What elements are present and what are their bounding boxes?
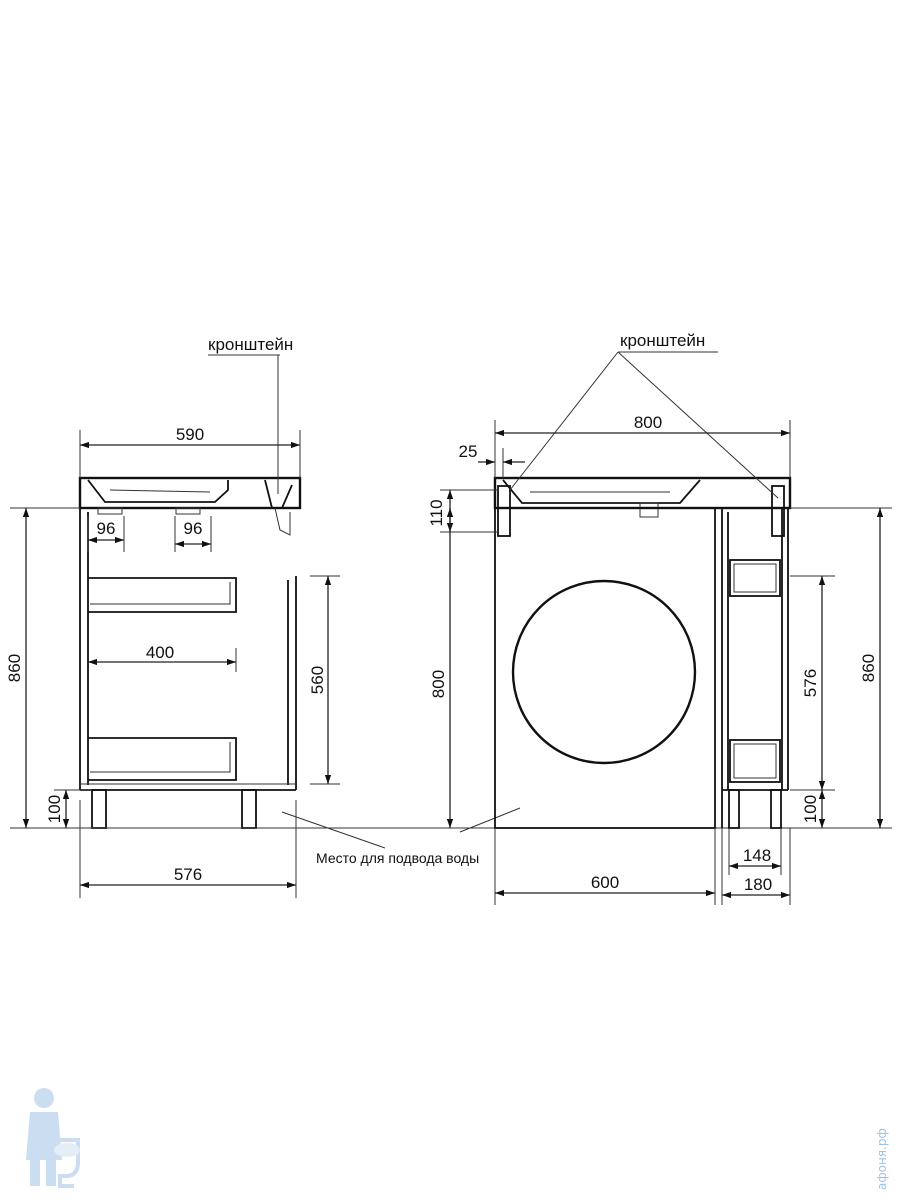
dim-800-height-label: 800	[429, 670, 448, 698]
left-cabinet	[79, 507, 297, 791]
dim-100-right-label: 100	[801, 795, 820, 823]
right-bracket-leader: кронштейн	[509, 331, 779, 499]
left-bracket-leader: кронштейн	[208, 335, 293, 494]
dim-right-top-width: 800	[494, 413, 791, 478]
dim-600-label: 600	[591, 873, 619, 892]
dim-right-legs: 100	[801, 790, 826, 828]
dim-800-top-label: 800	[634, 413, 662, 432]
dim-right-bracket-height: 110	[427, 489, 498, 533]
dim-590-label: 590	[176, 425, 204, 444]
dim-right-offset: 25	[459, 442, 525, 478]
dim-576-shelf-label: 576	[801, 669, 820, 697]
dim-left-holes: 96 96	[87, 516, 212, 552]
left-bracket-label: кронштейн	[208, 335, 293, 354]
watermark-logo	[26, 1088, 80, 1188]
dim-560-label: 560	[308, 666, 327, 694]
dim-left-top-width: 590	[79, 425, 301, 478]
left-legs	[91, 789, 257, 829]
dim-96-left-label: 96	[97, 519, 116, 538]
right-bracket-label: кронштейн	[620, 331, 705, 350]
dim-left-drawer: 400	[88, 643, 237, 672]
right-view: кронштейн 800 25 110 800	[427, 331, 892, 905]
right-side-shelf	[721, 508, 789, 829]
dim-right-body-height: 800	[429, 508, 454, 828]
right-bracket-left	[497, 485, 511, 537]
dim-576-bottom-label: 576	[174, 865, 202, 884]
dim-860-right-label: 860	[859, 654, 878, 682]
dim-right-shelf-outer: 180	[721, 828, 791, 905]
dim-25-label: 25	[459, 442, 478, 461]
water-note-label: Место для подвода воды	[316, 850, 479, 866]
water-supply-note: Место для подвода воды	[281, 807, 521, 866]
right-bracket-right	[771, 485, 785, 537]
left-view: кронштейн 590 96 96 400	[5, 335, 340, 898]
dim-right-shelf-inner: 148	[728, 828, 782, 875]
dim-100-left-label: 100	[45, 795, 64, 823]
dim-left-inner-height: 560	[308, 575, 340, 785]
dim-left-bottom-width: 576	[79, 800, 297, 898]
dim-right-height: 860	[790, 507, 892, 829]
right-countertop	[493, 476, 792, 518]
watermark-text: афоня.рф	[875, 1128, 889, 1190]
dim-right-shelf-height: 576	[790, 575, 835, 791]
dim-110-label: 110	[427, 499, 446, 526]
dim-180-label: 180	[744, 875, 772, 894]
dim-96-right-label: 96	[184, 519, 203, 538]
dim-right-body-width: 600	[494, 828, 716, 905]
washing-machine	[494, 507, 716, 829]
dim-left-legs: 100	[45, 789, 92, 828]
dim-148-label: 148	[743, 846, 771, 865]
dim-400-label: 400	[146, 643, 174, 662]
dim-left-height: 860	[5, 507, 92, 829]
dim-860-left-label: 860	[5, 654, 24, 682]
